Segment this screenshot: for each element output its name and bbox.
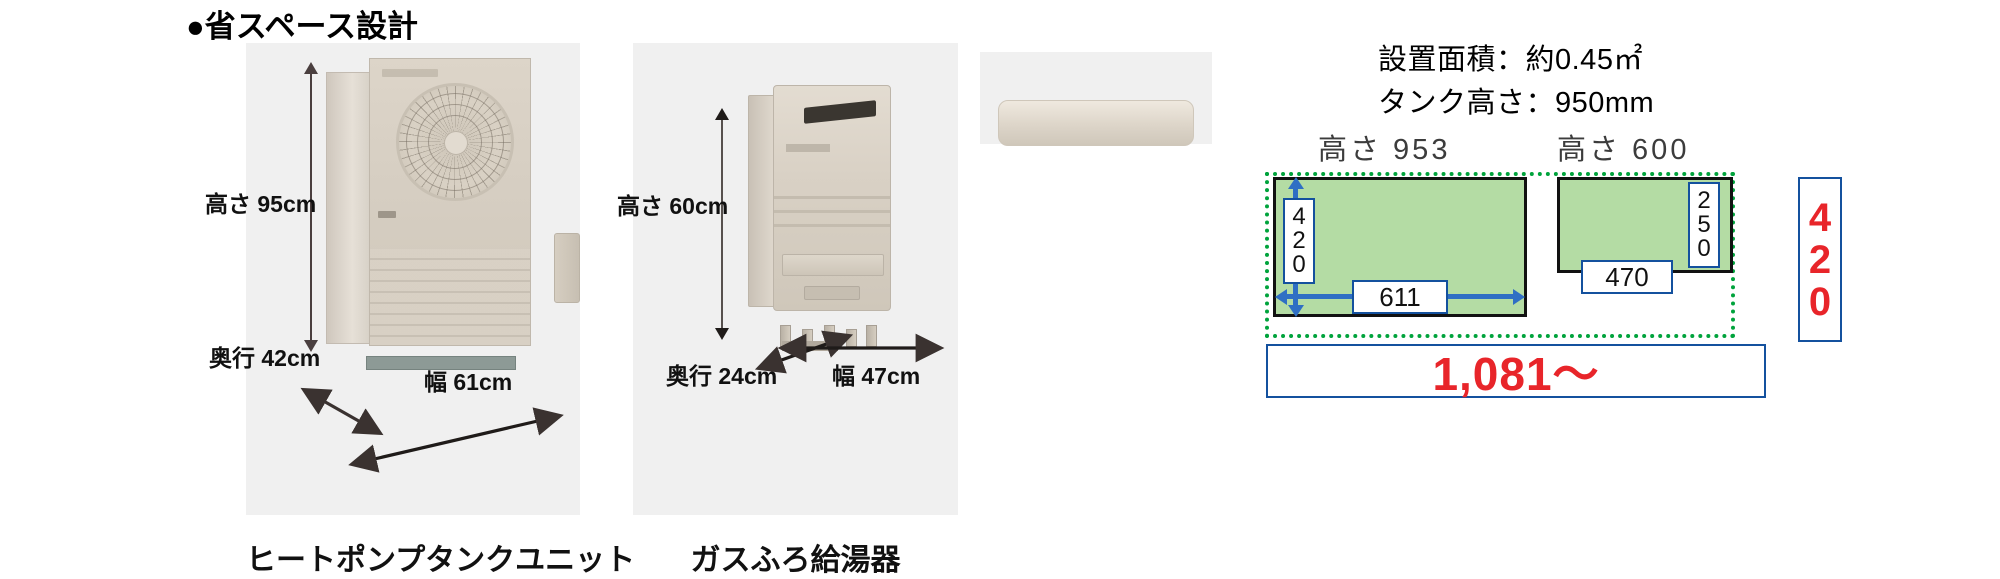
heat-pump-unit-image (326, 58, 580, 370)
right-depth-digit-1: 2 (1697, 187, 1711, 214)
right-width-value-box: 470 (1581, 260, 1673, 294)
heat-pump-louvers (370, 249, 530, 345)
tank-body-shape (998, 100, 1194, 146)
footprint-outline (1265, 172, 1735, 338)
gas-heater-width-arrow (777, 333, 945, 363)
side-depth-digit-1: 4 (1808, 195, 1832, 240)
gas-heater-lower-panel (804, 286, 860, 300)
gas-heater-caption: ガスふろ給湯器 (690, 544, 901, 577)
fan-grill-icon (396, 83, 514, 201)
gas-heater-height-label: 高さ 60cm (617, 193, 729, 219)
right-depth-value-box: 2 5 0 (1688, 182, 1720, 268)
gas-heater-height-arrow (714, 108, 730, 340)
left-depth-value-box: 4 2 0 (1283, 198, 1315, 284)
right-depth-digit-3: 0 (1697, 235, 1711, 262)
heat-pump-height-label: 高さ 95cm (205, 191, 317, 217)
heat-pump-width-arrow (348, 407, 564, 473)
gas-heater-control-panel (782, 254, 884, 276)
diagram-right-header: 高さ 600 (1557, 134, 1690, 166)
side-depth-value-box: 4 2 0 (1798, 177, 1842, 342)
heat-pump-control-box (554, 233, 580, 303)
left-depth-digit-3: 0 (1292, 251, 1306, 278)
page-title: ●省スペース設計 (186, 9, 419, 44)
gas-heater-depth-label: 奥行 24cm (666, 363, 778, 389)
heat-pump-vent (378, 211, 396, 218)
tank-unit-image (998, 100, 1194, 146)
heat-pump-caption: ヒートポンプタンクユニット (246, 544, 636, 577)
left-depth-digit-2: 2 (1292, 227, 1306, 254)
heat-pump-height-arrow (303, 62, 319, 352)
spec-area-text: 設置面積：約0.45㎡ (1378, 44, 1643, 76)
gas-heater-width-label: 幅 47cm (832, 363, 921, 389)
heat-pump-front-panel (369, 58, 531, 346)
heat-pump-side-panel (326, 72, 370, 344)
gas-heater-vent-slot (804, 100, 876, 124)
heat-pump-base (366, 356, 516, 370)
right-depth-digit-2: 5 (1697, 211, 1711, 238)
heat-pump-width-label: 幅 61cm (424, 369, 513, 395)
side-depth-digit-3: 0 (1808, 279, 1832, 324)
total-width-box: 1,081〜 (1266, 344, 1766, 400)
gas-heater-unit-image (748, 85, 918, 351)
diagram-left-header: 高さ 953 (1318, 134, 1451, 166)
fan-grill-ring-1 (406, 93, 504, 191)
side-depth-digit-2: 2 (1808, 237, 1832, 282)
heat-pump-depth-label: 奥行 42cm (209, 345, 321, 371)
spec-tank-height-text: タンク高さ：950mm (1378, 87, 1655, 119)
fan-grill-ring-2 (417, 104, 493, 180)
gas-heater-side-panel (748, 95, 774, 307)
fan-grill-ring-3 (428, 115, 482, 169)
gas-heater-front-panel (773, 85, 891, 311)
brand-logo-mark (382, 69, 438, 77)
gas-heater-brand-logo (786, 144, 830, 152)
left-width-value-box: 611 (1352, 280, 1448, 314)
left-depth-digit-1: 4 (1292, 203, 1306, 230)
